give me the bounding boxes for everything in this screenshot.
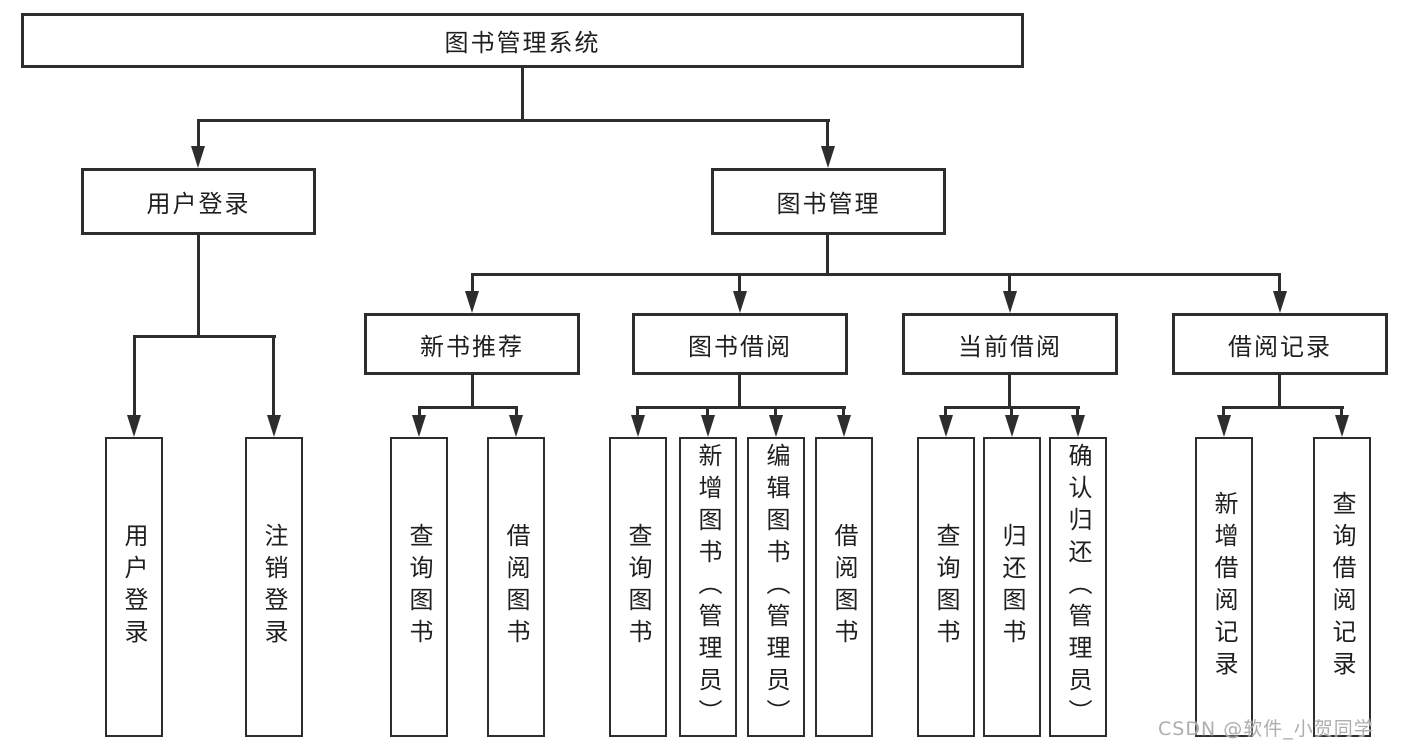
node-new-book-recommendation: 新书推荐 <box>364 313 580 375</box>
arrow-down-icon <box>939 415 953 437</box>
connector-drop-current-borrowing <box>1008 273 1011 293</box>
node-book-management: 图书管理 <box>711 168 946 235</box>
leaf-query-books-recommend: 查询图书 <box>390 437 448 737</box>
arrow-down-icon <box>1005 415 1019 437</box>
connector-user-login-branch <box>133 335 276 338</box>
arrow-down-icon <box>1217 415 1231 437</box>
node-book-borrowing: 图书借阅 <box>632 313 848 375</box>
connector-drop <box>515 406 518 417</box>
connector-drop-user-login <box>197 119 200 149</box>
connector-drop-book-borrowing <box>738 273 741 293</box>
connector-drop <box>636 406 639 417</box>
leaf-borrow-books-recommend: 借阅图书 <box>487 437 545 737</box>
connector-current-borrowing-stub <box>1008 375 1011 406</box>
arrow-down-icon <box>509 415 523 437</box>
arrow-down-icon <box>733 291 747 313</box>
connector-drop-new-book <box>471 273 474 293</box>
csdn-watermark: CSDN @软件_小贺同学 <box>1158 718 1374 740</box>
connector-root-branch <box>197 119 830 122</box>
arrow-down-icon <box>1003 291 1017 313</box>
arrow-down-icon <box>127 415 141 437</box>
arrow-down-icon <box>821 146 835 168</box>
connector-borrowing-records-branch <box>1222 406 1344 409</box>
leaf-query-books-borrowing: 查询图书 <box>609 437 667 737</box>
connector-drop-leaf-logout <box>272 335 275 417</box>
arrow-down-icon <box>191 146 205 168</box>
connector-drop <box>1222 406 1225 417</box>
arrow-down-icon <box>412 415 426 437</box>
leaf-logout: 注销登录 <box>245 437 303 737</box>
connector-book-borrowing-branch <box>636 406 846 409</box>
arrow-down-icon <box>1335 415 1349 437</box>
connector-drop <box>418 406 421 417</box>
arrow-down-icon <box>769 415 783 437</box>
leaf-query-books-current: 查询图书 <box>917 437 975 737</box>
connector-drop <box>944 406 947 417</box>
connector-drop-book-management <box>826 119 829 149</box>
leaf-user-login: 用户登录 <box>105 437 163 737</box>
arrow-down-icon <box>1273 291 1287 313</box>
leaf-confirm-return-admin: 确认归还（管理员） <box>1049 437 1107 737</box>
leaf-return-books: 归还图书 <box>983 437 1041 737</box>
connector-drop <box>774 406 777 417</box>
leaf-add-borrow-record: 新增借阅记录 <box>1195 437 1253 737</box>
connector-user-login-stub <box>197 235 200 335</box>
connector-drop <box>842 406 845 417</box>
arrow-down-icon <box>267 415 281 437</box>
leaf-edit-books-admin: 编辑图书（管理员） <box>747 437 805 737</box>
arrow-down-icon <box>837 415 851 437</box>
node-current-borrowing: 当前借阅 <box>902 313 1118 375</box>
connector-new-book-stub <box>471 375 474 406</box>
leaf-borrow-books-borrowing: 借阅图书 <box>815 437 873 737</box>
leaf-add-books-admin: 新增图书（管理员） <box>679 437 737 737</box>
connector-book-borrowing-stub <box>738 375 741 406</box>
arrow-down-icon <box>1071 415 1085 437</box>
connector-drop-borrowing-records <box>1278 273 1281 293</box>
connector-book-management-stub <box>826 235 829 273</box>
connector-drop <box>1340 406 1343 417</box>
leaf-query-borrow-record: 查询借阅记录 <box>1313 437 1371 737</box>
connector-drop <box>1076 406 1079 417</box>
connector-new-book-branch <box>418 406 518 409</box>
node-library-system: 图书管理系统 <box>21 13 1024 68</box>
arrow-down-icon <box>701 415 715 437</box>
arrow-down-icon <box>465 291 479 313</box>
connector-drop <box>706 406 709 417</box>
node-user-login: 用户登录 <box>81 168 316 235</box>
connector-drop-leaf-user-login <box>133 335 136 417</box>
connector-borrowing-records-stub <box>1278 375 1281 406</box>
connector-book-management-branch <box>471 273 1281 276</box>
connector-root-stub <box>521 68 524 119</box>
arrow-down-icon <box>631 415 645 437</box>
connector-drop <box>1010 406 1013 417</box>
node-borrowing-records: 借阅记录 <box>1172 313 1388 375</box>
